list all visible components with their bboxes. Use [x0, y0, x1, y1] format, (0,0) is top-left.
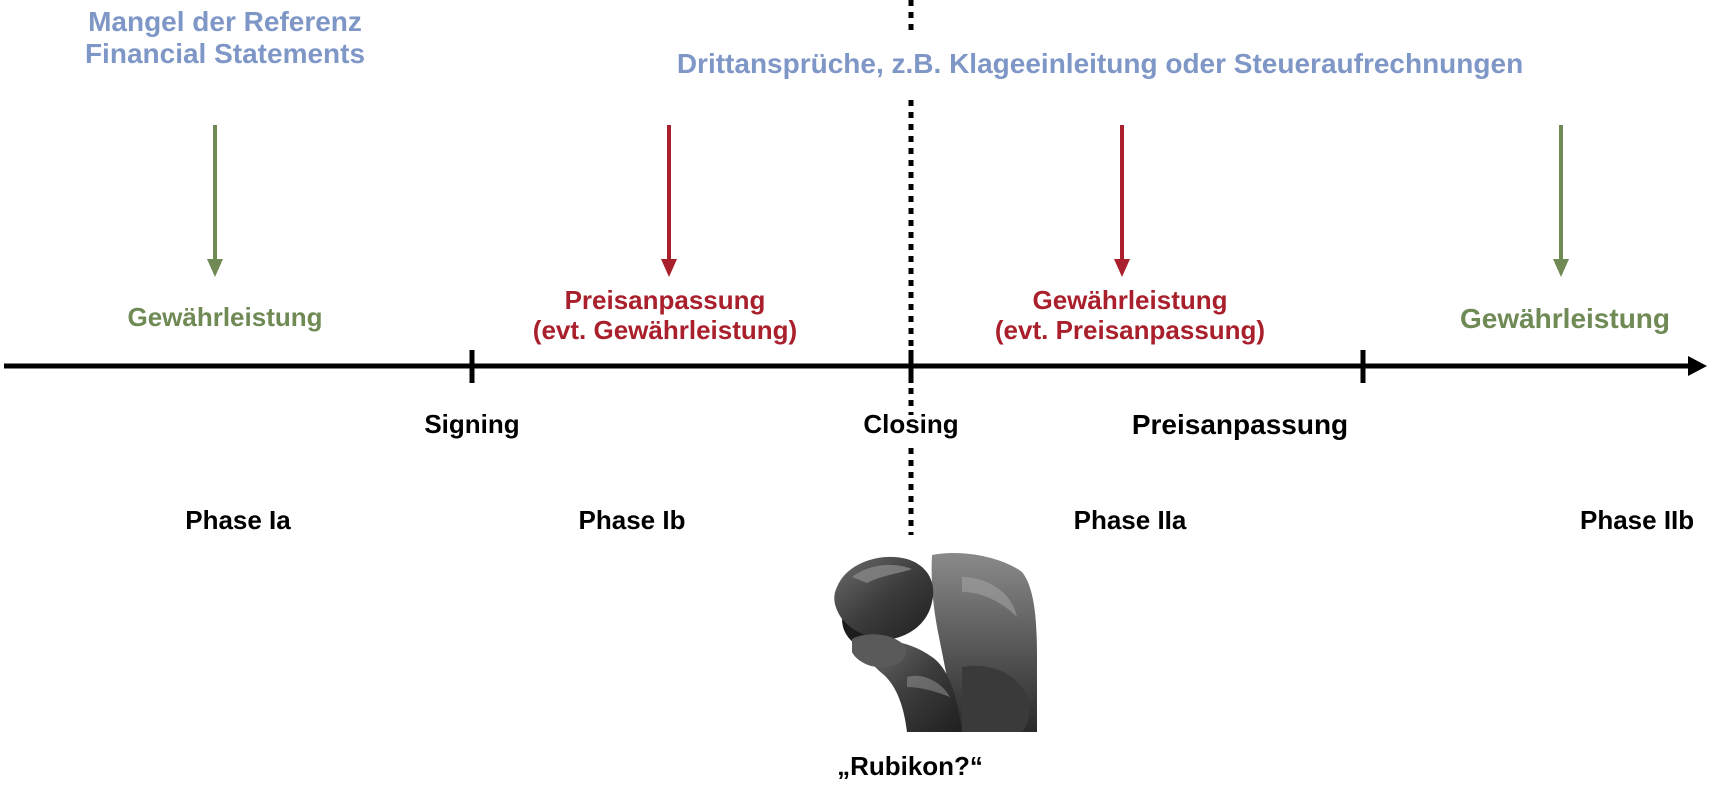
price-adjustment-label: Preisanpassung	[1131, 409, 1349, 440]
arrow-phase-1a	[207, 125, 223, 277]
phase-ib-label: Phase Ib	[578, 505, 686, 535]
arrow-phase-1b	[661, 125, 677, 277]
left-heading-line2: Financial Statements	[84, 38, 366, 70]
label-phase-1b-line1: Preisanpassung	[564, 285, 766, 315]
signing-label: Signing	[424, 409, 520, 439]
label-phase-1a: Gewährleistung	[127, 302, 323, 332]
arrow-phase-2b	[1553, 125, 1569, 277]
label-phase-2a: Gewährleistung (evt. Preisanpassung)	[950, 285, 1310, 346]
phase-iib-label: Phase IIb	[1580, 505, 1695, 535]
right-heading: Drittansprüche, z.B. Klageeinleitung ode…	[676, 48, 1524, 79]
label-phase-2a-line1: Gewährleistung	[1032, 285, 1228, 315]
thinker-statue-image	[834, 552, 1037, 732]
left-heading: Mangel der Referenz Financial Statements	[60, 6, 390, 70]
thinker-caption: „Rubikon?“	[837, 751, 983, 781]
left-heading-line1: Mangel der Referenz	[88, 6, 362, 37]
phase-iia-label: Phase IIa	[1073, 505, 1187, 535]
timeline-arrowhead	[1688, 356, 1707, 376]
label-phase-1b-line2: (evt. Gewährleistung)	[532, 314, 798, 345]
phase-ia-label: Phase Ia	[185, 505, 291, 535]
label-phase-2b: Gewährleistung	[1459, 303, 1671, 334]
closing-label: Closing	[863, 409, 959, 439]
arrow-phase-2a	[1114, 125, 1130, 277]
label-phase-2a-line2: (evt. Preisanpassung)	[994, 314, 1266, 345]
label-phase-1b: Preisanpassung (evt. Gewährleistung)	[490, 285, 840, 346]
